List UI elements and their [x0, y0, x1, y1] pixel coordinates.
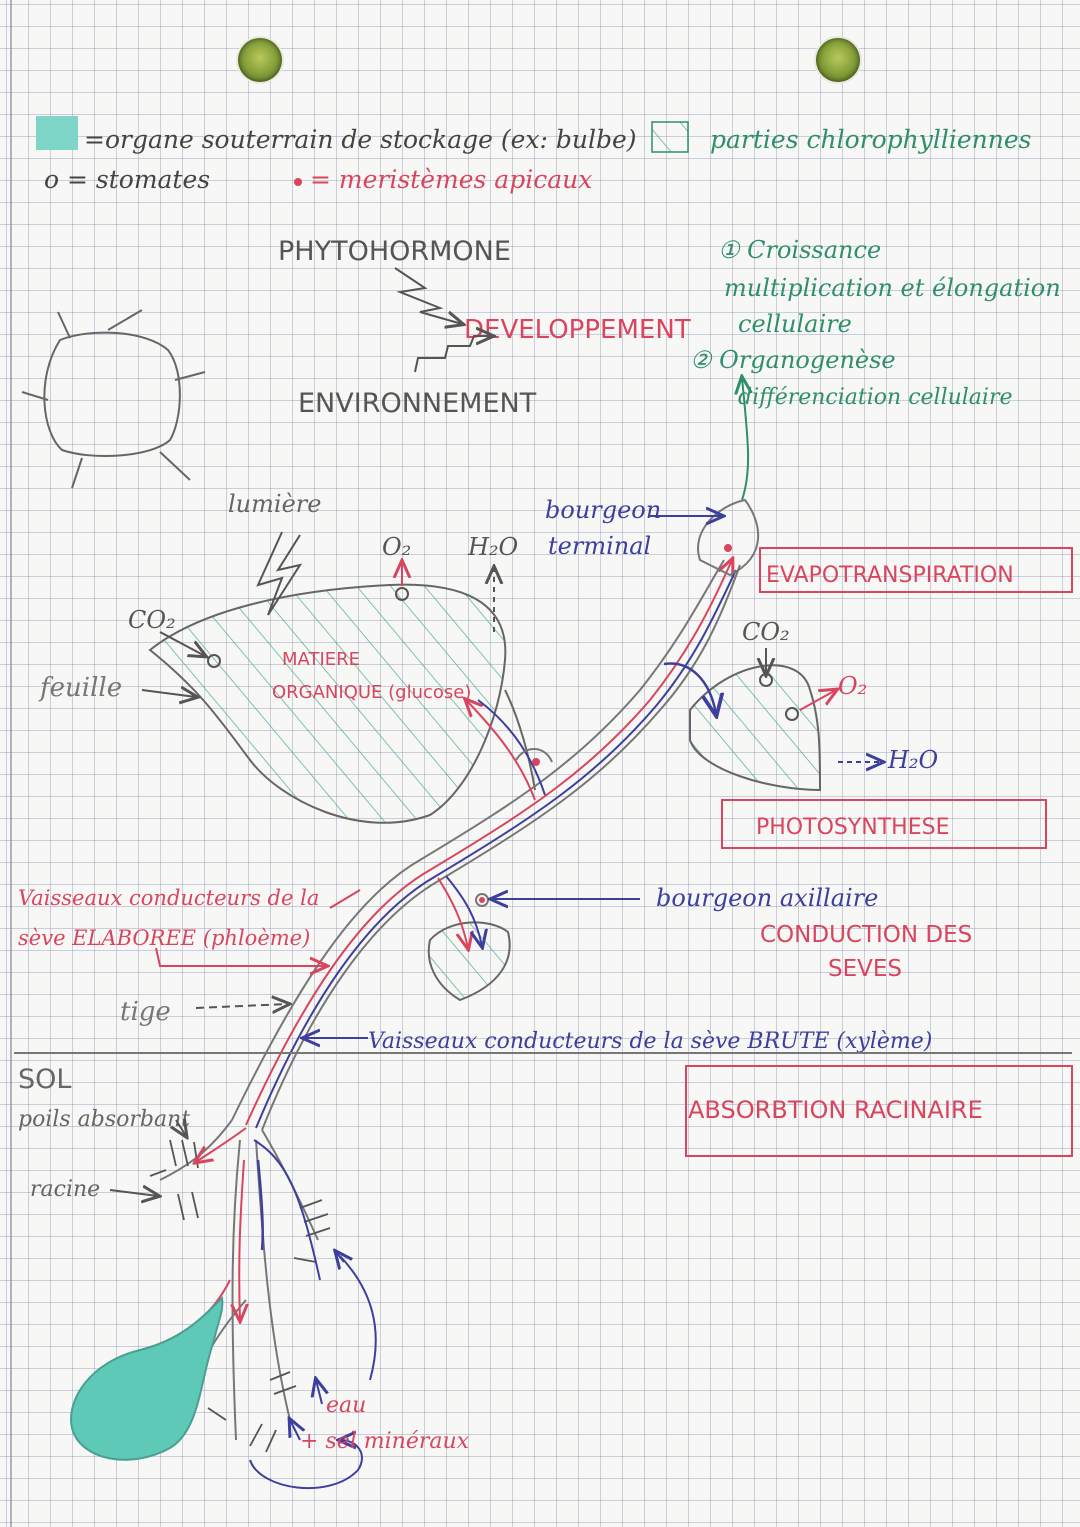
bourgeon-axillaire-label: bourgeon axillaire	[656, 884, 878, 912]
step-environment-arrow	[414, 336, 492, 373]
root-hairs	[149, 1139, 331, 1453]
absorption-box	[685, 1065, 1073, 1157]
co2-right-label: CO₂	[742, 618, 790, 646]
storage-bulb	[70, 1295, 224, 1461]
lightning-icon	[256, 531, 303, 616]
legend-meristem-text: = meristèmes apicaux	[310, 165, 592, 194]
legend-stomata-text: o = stomates	[44, 165, 210, 194]
environnement-label: ENVIRONNEMENT	[298, 388, 537, 419]
o2-right-label: O₂	[838, 672, 867, 700]
punch-hole-right	[816, 38, 860, 82]
right-leaf	[689, 664, 822, 792]
developpement-label: DEVELOPPEMENT	[464, 315, 691, 345]
bourgeon-terminal-2: terminal	[548, 532, 651, 560]
legend-storage-swatch	[36, 116, 78, 150]
small-leaf	[427, 921, 511, 1002]
plant-stem	[231, 560, 741, 1131]
xyleme-label: Vaisseaux conducteurs de la sève BRUTE (…	[368, 1029, 932, 1054]
legend-chlorophyll-swatch	[651, 121, 689, 153]
stoma-top	[395, 587, 409, 601]
tige-label: tige	[120, 997, 171, 1027]
dev-note-4: ② Organogenèse	[690, 346, 896, 374]
o2-label: O₂	[382, 533, 411, 561]
phytohormone-label: PHYTOHORMONE	[278, 236, 511, 267]
conduction-label-1: CONDUCTION DES	[760, 922, 972, 948]
meristem-to-notes-arrow	[742, 378, 748, 501]
zigzag-hormone-arrow	[394, 267, 462, 324]
apical-meristem-dot	[724, 544, 732, 552]
lumiere-label: lumière	[228, 490, 321, 518]
evapotranspiration-box	[759, 547, 1073, 593]
feuille-label: feuille	[38, 673, 122, 703]
large-leaf	[148, 583, 507, 824]
bourgeon-terminal-1: bourgeon	[545, 496, 661, 524]
eau-label: eau	[326, 1393, 366, 1418]
absorption-label: ABSORBTION RACINAIRE	[688, 1096, 983, 1124]
legend-storage-text: =organe souterrain de stockage (ex: bulb…	[84, 125, 637, 154]
sel-label: + sel minéraux	[300, 1429, 470, 1454]
punch-hole-left	[238, 38, 282, 82]
dev-note-3: cellulaire	[738, 310, 852, 338]
dev-note-5: différenciation cellulaire	[738, 385, 1013, 410]
racine-label: racine	[30, 1177, 100, 1202]
phloeme-label-1: Vaisseaux conducteurs de la	[18, 886, 319, 910]
dev-note-2: multiplication et élongation	[724, 274, 1061, 302]
margin-line	[10, 0, 12, 1527]
matiere-label-1: MATIERE	[282, 649, 360, 670]
sun-icon	[21, 309, 206, 489]
poils-label: poils absorbant	[18, 1107, 190, 1132]
phloeme-label-2: sève ELABOREE (phloème)	[18, 926, 310, 950]
legend-meristem-dot	[294, 178, 302, 186]
absorption-arrow-bottom	[249, 1440, 363, 1490]
terminal-bud	[697, 498, 760, 577]
stoma-left	[207, 654, 221, 668]
photosynthese-label: PHOTOSYNTHESE	[756, 815, 950, 840]
absorption-arrow-right	[339, 1255, 377, 1381]
dev-note-1: ① Croissance	[718, 236, 881, 264]
large-leaf-petiole	[504, 689, 536, 791]
h2o-right-label: H₂O	[887, 746, 939, 774]
sol-label: SOL	[18, 1064, 71, 1095]
photosynthese-box	[721, 799, 1047, 849]
evapotranspiration-label: EVAPOTRANSPIRATION	[766, 563, 1014, 588]
conduction-label-2: SEVES	[828, 956, 902, 982]
matiere-label-2: ORGANIQUE (glucose)	[272, 682, 471, 703]
h2o-label: H₂O	[467, 533, 519, 561]
legend-chlorophyll-text: parties chlorophylliennes	[710, 125, 1031, 154]
co2-left-label: CO₂	[128, 606, 176, 634]
